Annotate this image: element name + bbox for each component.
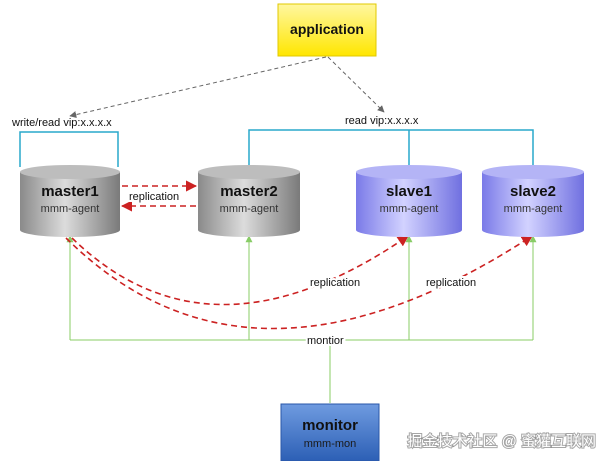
slave1-node: slave1 mmm-agent [356, 165, 462, 237]
replication-slave1-label: replication [310, 277, 360, 289]
slave2-title: slave2 [510, 183, 556, 200]
monitor-bus-label: montior [307, 335, 344, 347]
application-node: application [277, 3, 377, 57]
replication-masters-label: replication [129, 191, 179, 203]
master1-node: master1 mmm-agent [20, 165, 120, 237]
read-vip-bracket [248, 129, 534, 167]
monitor-node: monitor mmm-mon [280, 403, 380, 461]
master2-node: master2 mmm-agent [198, 165, 300, 237]
app-to-write-vip-arrow [69, 56, 327, 118]
replication-slave2-label: replication [426, 277, 476, 289]
application-title: application [290, 21, 364, 37]
read-vip-label: read vip:x.x.x.x [345, 115, 419, 127]
master2-subtitle: mmm-agent [220, 203, 279, 215]
master2-title: master2 [220, 183, 278, 200]
replication-master1-to-slave1 [71, 235, 409, 306]
monitor-subtitle: mmm-mon [304, 438, 357, 450]
slave2-subtitle: mmm-agent [504, 203, 563, 215]
slave1-title: slave1 [386, 183, 432, 200]
write-vip-bracket [19, 131, 119, 167]
slave1-subtitle: mmm-agent [380, 203, 439, 215]
write-read-vip-label: write/read vip:x.x.x.x [11, 117, 112, 129]
app-to-read-vip-arrow [327, 56, 385, 113]
master1-subtitle: mmm-agent [41, 203, 100, 215]
master1-title: master1 [41, 183, 99, 200]
monitor-title: monitor [302, 417, 358, 434]
slave2-node: slave2 mmm-agent [482, 165, 584, 237]
replication-master1-to-slave2 [65, 235, 533, 330]
watermark-text: 掘金技术社区 @ 蜜獾互联网 [407, 433, 596, 450]
monitor-bus [66, 235, 537, 403]
